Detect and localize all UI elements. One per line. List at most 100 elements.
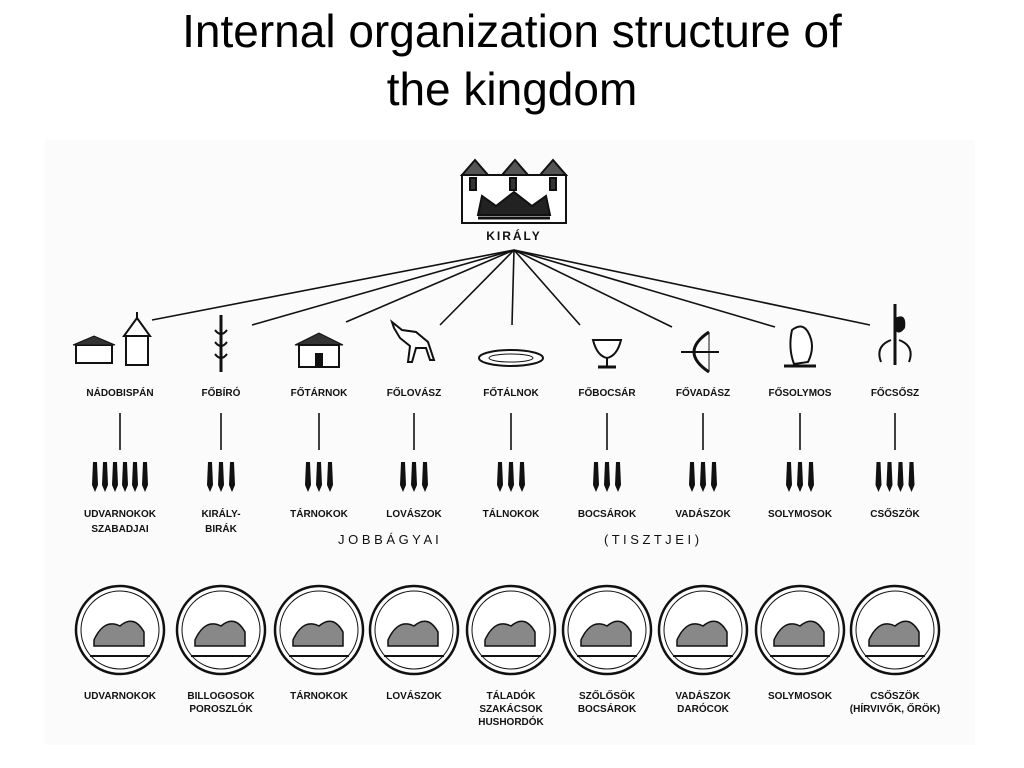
- subordinate-label: BOCSÁROK: [578, 507, 637, 520]
- connector-lines: [151, 249, 871, 328]
- title-line-2: the kingdom: [386, 63, 638, 115]
- cooking-icon: [465, 584, 557, 676]
- official-3: FŐTÁRNOK: [291, 332, 348, 450]
- people-label: VADÁSZOK: [675, 689, 731, 702]
- dish-icon: [478, 349, 544, 367]
- figure-icon: [615, 462, 621, 492]
- people-label: DARÓCOK: [677, 702, 729, 715]
- stores-icon: [273, 584, 365, 676]
- subordinate-label: CSŐSZÖK: [870, 507, 920, 520]
- people-label: SZŐLŐSÖK: [579, 689, 636, 702]
- figure-icon: [142, 462, 148, 492]
- official-5: FŐTÁLNOK: [478, 349, 544, 450]
- people-group-3: TÁRNOKOK: [273, 584, 365, 702]
- subordinate-label-2: SZABADJAI: [91, 524, 148, 535]
- official-label: FŐTÁLNOK: [483, 386, 539, 399]
- king-connector-8: [513, 249, 776, 328]
- figure-icon: [808, 462, 814, 492]
- halberd-icon: [878, 304, 912, 365]
- figure-icon: [122, 462, 128, 492]
- official-2: FŐBÍRÓ: [202, 315, 241, 450]
- people-label: SOLYMOSOK: [768, 691, 833, 702]
- castle-crown-icon: [459, 158, 569, 224]
- king-connector-2: [251, 249, 515, 326]
- subordinate-7: VADÁSZOK: [675, 462, 731, 520]
- title-line-1: Internal organization structure of: [182, 5, 842, 57]
- king-label: KIRÁLY: [486, 228, 542, 243]
- plowing-oxen-icon: [74, 584, 166, 676]
- figure-icon: [411, 462, 417, 492]
- figure-icon: [711, 462, 717, 492]
- subordinate-label: TÁLNOKOK: [483, 507, 540, 520]
- subordinate-8: SOLYMOSOK: [768, 462, 833, 520]
- official-9: FŐCSŐSZ: [871, 304, 919, 450]
- figure-icon: [797, 462, 803, 492]
- subordinate-label: LOVÁSZOK: [386, 507, 442, 520]
- figure-icon: [92, 462, 98, 492]
- people-group-9: CSŐSZÖK(HÍRVIVŐK, ŐRÖK): [849, 584, 941, 715]
- figure-icon: [786, 462, 792, 492]
- figure-icon: [305, 462, 311, 492]
- guards-icon: [849, 584, 941, 676]
- king-connector-5: [511, 249, 515, 326]
- official-label: FŐBÍRÓ: [202, 386, 241, 399]
- figure-icon: [700, 462, 706, 492]
- figure-icon: [593, 462, 599, 492]
- people-label: CSŐSZÖK: [870, 689, 920, 702]
- people-label: (HÍRVIVŐK, ŐRÖK): [850, 702, 940, 715]
- official-label: FŐSOLYMOS: [769, 386, 832, 399]
- figure-icon: [604, 462, 610, 492]
- subordinate-2: KIRÁLY-BIRÁK: [201, 462, 241, 535]
- official-label: FŐTÁRNOK: [291, 386, 348, 399]
- official-6: FŐBOCSÁR: [578, 339, 636, 450]
- people-label: UDVARNOKOK: [84, 691, 157, 702]
- page-title: Internal organization structure of the k…: [40, 2, 984, 118]
- figure-icon: [875, 462, 882, 492]
- bow-icon: [681, 330, 719, 374]
- figure-icon: [519, 462, 525, 492]
- figure-icon: [400, 462, 406, 492]
- people-label: TÁRNOKOK: [290, 689, 349, 702]
- treasury-house-icon: [294, 332, 344, 368]
- figure-icon: [316, 462, 322, 492]
- official-7: FŐVADÁSZ: [676, 330, 730, 450]
- people-group-8: SOLYMOSOK: [754, 584, 846, 702]
- official-8: FŐSOLYMOS: [769, 325, 832, 450]
- figure-icon: [422, 462, 428, 492]
- people-group-1: UDVARNOKOK: [74, 584, 166, 702]
- king-connector-4: [439, 249, 515, 326]
- king-connector-1: [151, 249, 515, 321]
- figure-icon: [102, 462, 108, 492]
- subordinate-6: BOCSÁROK: [578, 462, 637, 520]
- people-label: TÁLADÓK: [487, 689, 537, 702]
- figure-icon: [886, 462, 893, 492]
- official-label: FŐLOVÁSZ: [387, 386, 441, 399]
- people-label: SZAKÁCSOK: [479, 702, 543, 715]
- figure-icon: [689, 462, 695, 492]
- official-label: NÁDOBISPÁN: [86, 386, 153, 399]
- official-4: FŐLOVÁSZ: [387, 319, 441, 450]
- horse-icon: [389, 319, 436, 363]
- figure-icon: [497, 462, 503, 492]
- falcon-icon: [784, 325, 816, 368]
- grapevine-icon: [561, 584, 653, 676]
- subordinate-label: VADÁSZOK: [675, 507, 731, 520]
- official-label: FŐCSŐSZ: [871, 386, 919, 399]
- figure-icon: [327, 462, 333, 492]
- figure-icon: [112, 462, 118, 492]
- official-label: FŐBOCSÁR: [578, 386, 636, 399]
- subordinate-5: TÁLNOKOK: [483, 462, 540, 520]
- people-label: LOVÁSZOK: [386, 689, 442, 702]
- people-label: BILLOGOSOK: [187, 691, 255, 702]
- people-label: POROSZLÓK: [189, 702, 253, 715]
- official-label: FŐVADÁSZ: [676, 386, 730, 399]
- subordinate-label: SOLYMOSOK: [768, 509, 833, 520]
- deer-hunt-icon: [657, 584, 749, 676]
- officials-row: NÁDOBISPÁN FŐBÍRÓ FŐTÁRNOK FŐLOVÁSZ FŐTÁLNOK…: [72, 304, 919, 450]
